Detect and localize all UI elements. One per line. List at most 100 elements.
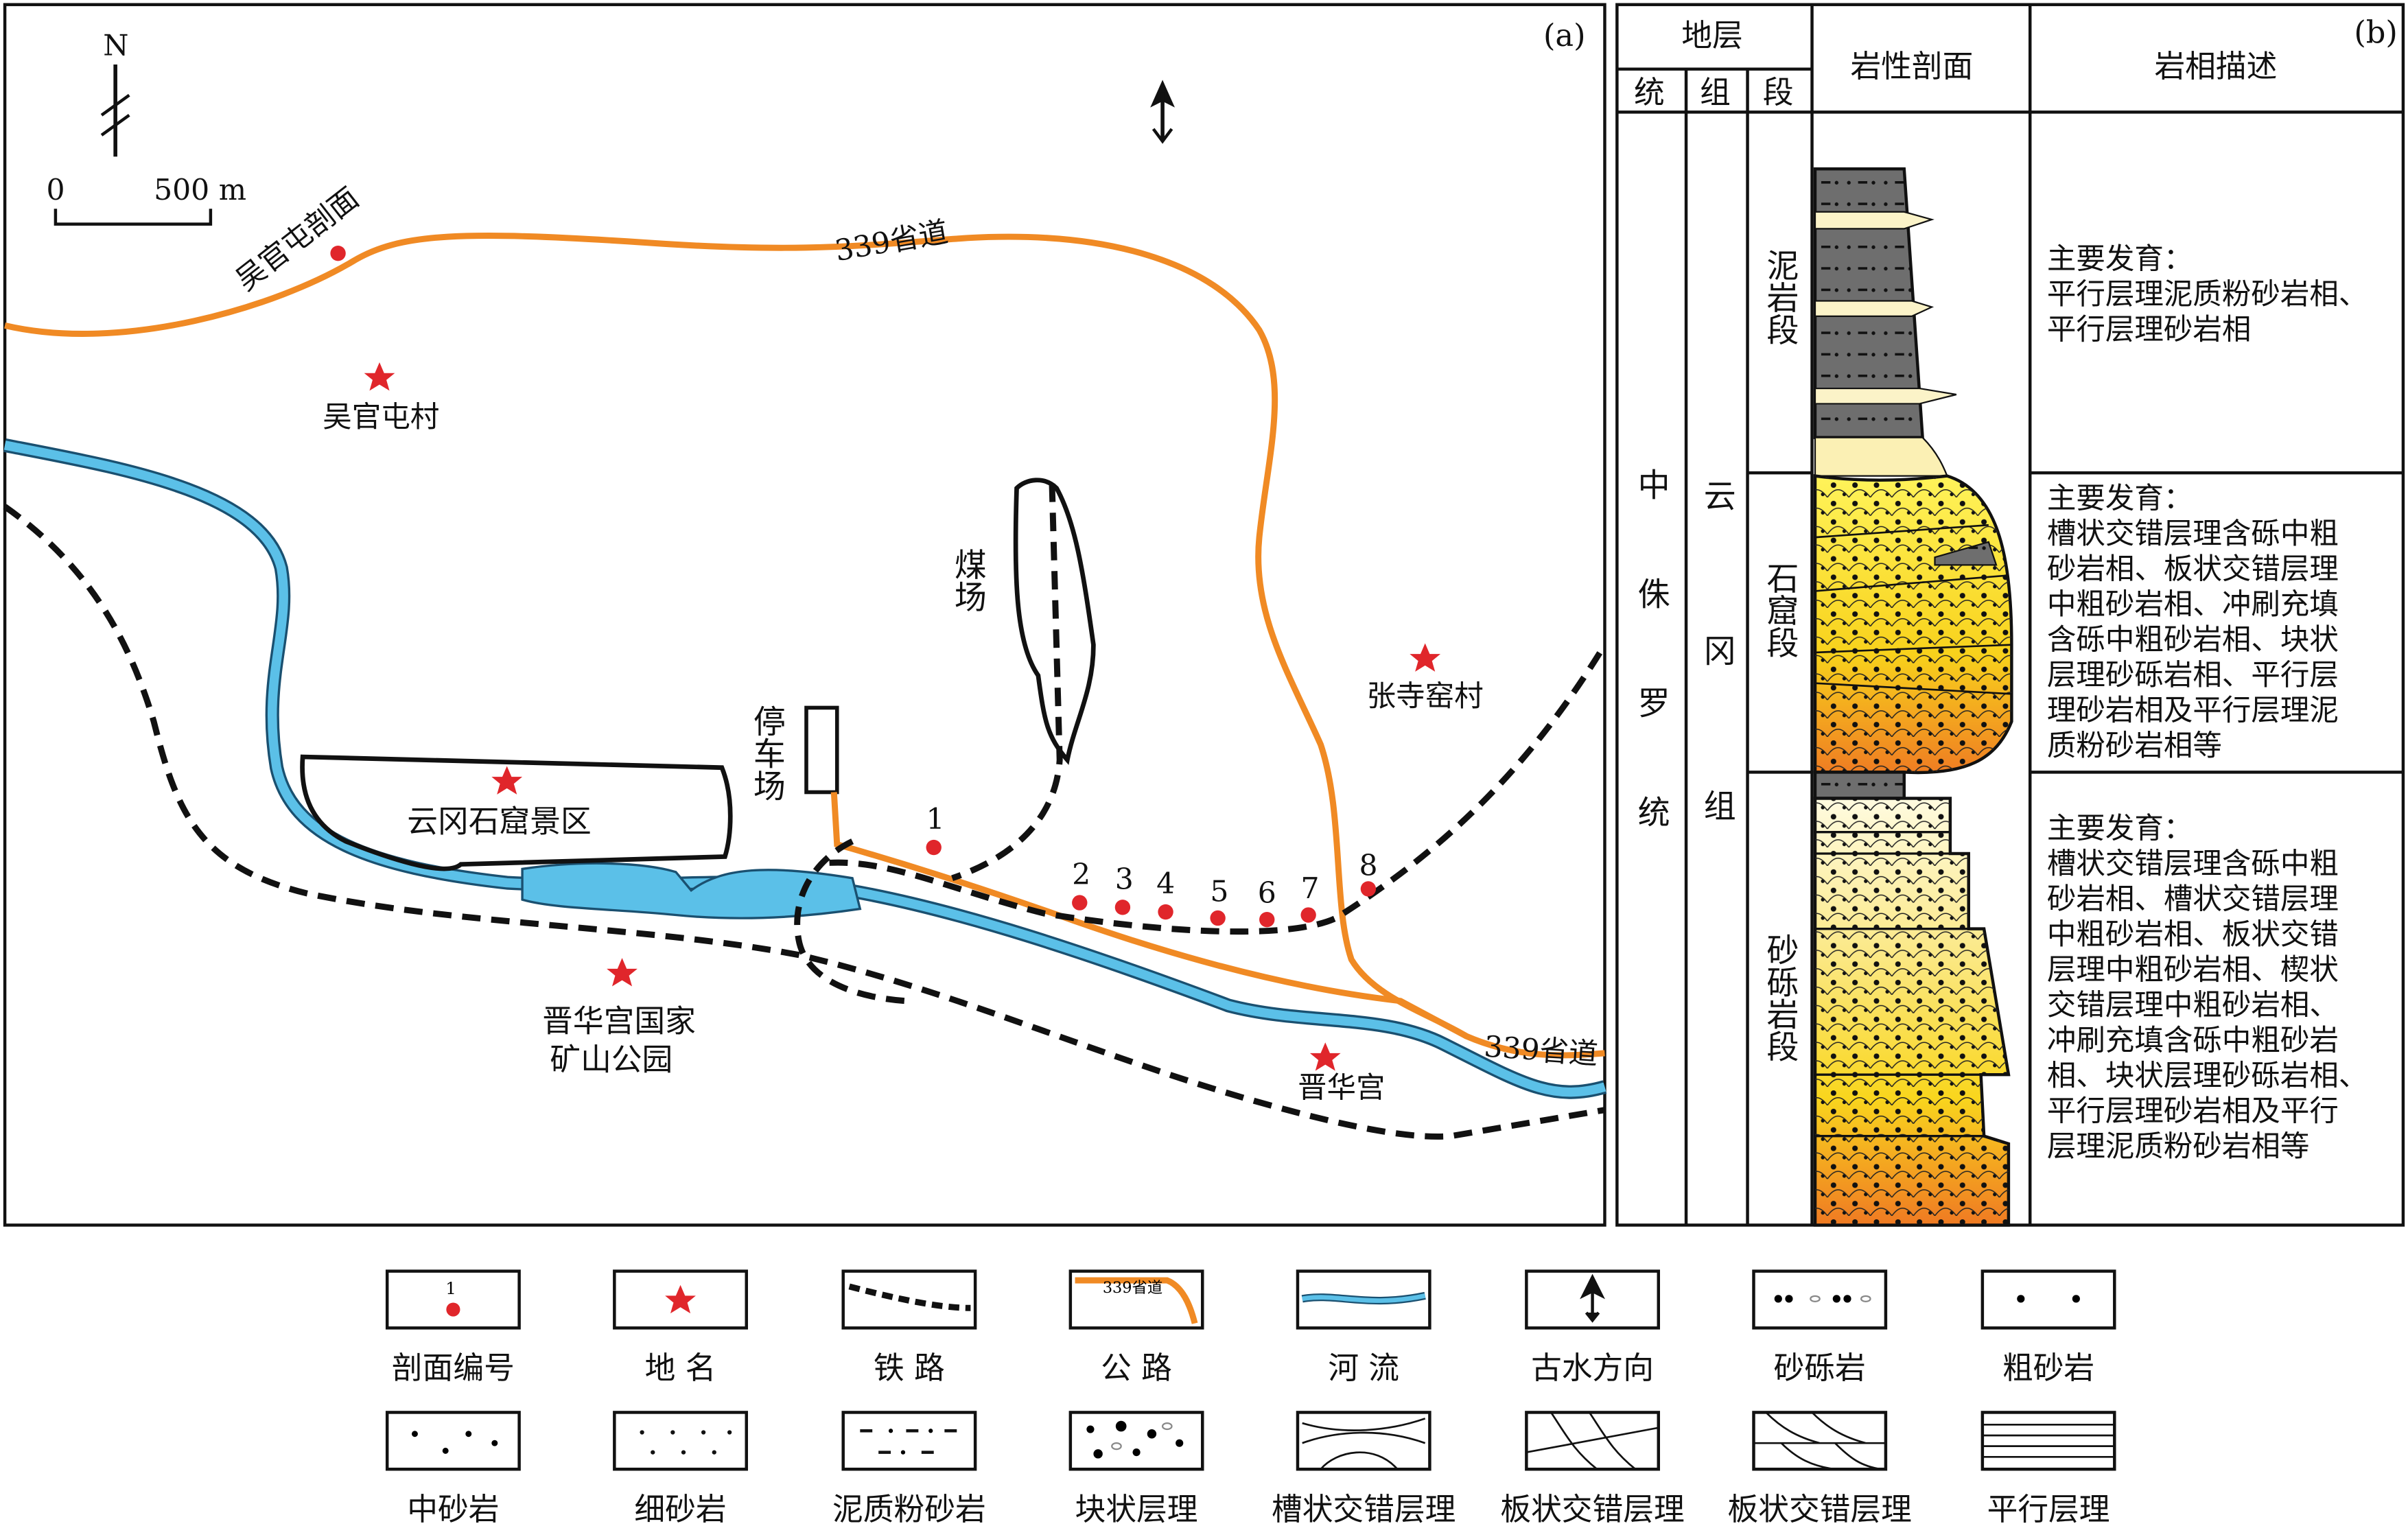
desc-line: 层理砂砾岩相、平行层	[2047, 659, 2339, 692]
header-lithology: 岩性剖面	[1850, 48, 1973, 84]
star-icon	[607, 958, 638, 987]
paleocurrent-arrow-icon	[1150, 80, 1175, 144]
scale-bar: 0 500 m	[46, 174, 246, 226]
section-point-label: 7	[1300, 872, 1319, 906]
legend-fine-sandstone	[613, 1411, 748, 1471]
legend-label: 古水方向	[1531, 1350, 1654, 1386]
railway	[3, 483, 1608, 1140]
place-jinhuagong-park-2: 矿山公园	[550, 1041, 673, 1077]
desc-line: 层理中粗砂岩相、楔状	[2047, 953, 2339, 987]
place-jinhuagong-park: 晋华宫国家	[542, 1003, 696, 1040]
legend-label: 块状层理	[1075, 1491, 1198, 1526]
legend-medium-sandstone	[385, 1411, 521, 1471]
legend-label: 粗砂岩	[2002, 1350, 2094, 1386]
river	[3, 438, 1607, 1099]
legend-road-sample: 339省道	[1103, 1279, 1162, 1297]
desc-line: 层理泥质粉砂岩相等	[2047, 1130, 2310, 1164]
section-point-label: 2	[1072, 858, 1090, 892]
desc-line: 平行层理泥质粉砂岩相、	[2047, 278, 2368, 312]
legend-muddy-siltstone	[841, 1411, 977, 1471]
desc-line: 质粉砂岩相等	[2047, 729, 2222, 763]
member-conglomerate: 砂砾岩段	[1761, 933, 1799, 1062]
place-wuguantun: 吴官屯村	[323, 401, 439, 434]
legend-label: 河 流	[1328, 1350, 1399, 1386]
section-point-label: 8	[1359, 849, 1377, 882]
road-339	[4, 233, 1605, 1059]
legend-label: 砂砾岩	[1774, 1350, 1866, 1386]
road-label: 339省道	[1483, 1030, 1599, 1071]
map-panel: (a) N 0 500 m 339省道 339省道	[3, 3, 1608, 1227]
section-dot	[330, 245, 346, 261]
desc-line: 平行层理砂岩相及平行	[2047, 1094, 2339, 1128]
section-point-label: 3	[1115, 862, 1134, 896]
star-icon	[665, 1284, 696, 1314]
coal-yard-area	[1013, 478, 1096, 765]
legend-label: 剖面编号	[392, 1350, 515, 1386]
parking-area	[804, 705, 839, 795]
facies-description-grotto: 主要发育： 槽状交错层理含砾中粗 砂岩相、板状交错层理 中粗砂岩相、冲刷充填 含…	[2047, 482, 2339, 763]
parking-label: 停车场	[747, 705, 785, 801]
legend-label: 泥质粉砂岩	[832, 1491, 986, 1526]
legend-planar-cross-bedding	[1525, 1411, 1661, 1471]
place-zhangsiyao: 张寺窑村	[1367, 680, 1484, 714]
section-point-label: 6	[1258, 877, 1276, 911]
legend-label: 板状交错层理	[1500, 1491, 1684, 1526]
desc-line: 主要发育：	[2047, 812, 2193, 846]
legend-parallel-bedding	[1980, 1411, 2116, 1471]
legend-label: 铁 路	[874, 1350, 945, 1386]
legend-planar-cross-bedding-2	[1752, 1411, 1888, 1471]
north-arrow-icon: N	[100, 30, 130, 157]
header-facies: 岩相描述	[2154, 48, 2277, 84]
legend-label: 板状交错层理	[1727, 1491, 1911, 1526]
desc-line: 交错层理中粗砂岩相、	[2047, 989, 2339, 1022]
place-markers	[330, 245, 1441, 1071]
facies-description-conglomerate: 主要发育： 槽状交错层理含砾中粗 砂岩相、槽状交错层理 中粗砂岩相、板状交错 层…	[2047, 812, 2368, 1164]
star-icon	[1410, 643, 1441, 672]
legend-conglomerate	[1752, 1269, 1888, 1330]
header-strata: 地层	[1681, 17, 1742, 54]
north-label: N	[103, 30, 128, 63]
place-yungang: 云冈石窟景区	[407, 803, 591, 840]
legend-sample-number: 1	[445, 1278, 456, 1298]
legend-paleocurrent	[1525, 1269, 1661, 1330]
legend-massive-bedding	[1068, 1411, 1204, 1471]
header-formation: 组	[1700, 74, 1731, 110]
facies-description-mudstone: 主要发育： 平行层理泥质粉砂岩相、 平行层理砂岩相	[2047, 243, 2368, 347]
legend-river	[1296, 1269, 1431, 1330]
legend-trough-cross-bedding	[1296, 1411, 1431, 1471]
header-member: 段	[1763, 74, 1794, 110]
desc-line: 砂岩相、槽状交错层理	[2047, 883, 2339, 917]
star-icon	[491, 766, 523, 795]
header-series: 统	[1634, 74, 1665, 110]
legend-label: 中砂岩	[407, 1491, 499, 1526]
star-icon	[1309, 1042, 1341, 1071]
legend-railway	[841, 1269, 977, 1330]
legend-coarse-sandstone	[1980, 1269, 2116, 1330]
yungang-grottoes-area	[300, 754, 733, 871]
desc-line: 主要发育：	[2047, 482, 2193, 516]
legend-label: 平行层理	[1987, 1491, 2110, 1526]
legend-label: 细砂岩	[634, 1491, 726, 1526]
desc-line: 冲刷充填含砾中粗砂岩	[2047, 1024, 2339, 1057]
desc-line: 含砾中粗砂岩相、块状	[2047, 623, 2339, 657]
desc-line: 主要发育：	[2047, 243, 2193, 277]
legend-label: 公 路	[1101, 1350, 1172, 1386]
formation-name: 云冈组	[1698, 479, 1735, 944]
member-grotto: 石窟段	[1761, 562, 1799, 659]
coal-yard-label: 煤场	[948, 548, 986, 613]
series-name: 中侏罗统	[1632, 468, 1670, 904]
section-point-label: 5	[1210, 875, 1228, 908]
legend-label: 地 名	[645, 1350, 716, 1386]
desc-line: 中粗砂岩相、冲刷充填	[2047, 588, 2339, 622]
panel-label-a: (a)	[1543, 17, 1586, 54]
legend-place-name	[613, 1269, 748, 1330]
desc-line: 砂岩相、板状交错层理	[2047, 553, 2339, 587]
legend-label: 槽状交错层理	[1272, 1491, 1456, 1526]
legend: 1 339省道 剖面编号 地 名 铁 路 公 路 河 流 古水方向 砂砾岩 粗砂…	[385, 1269, 2116, 1526]
desc-line: 槽状交错层理含砾中粗	[2047, 517, 2339, 551]
lithology-log	[1813, 167, 2013, 1227]
place-jinhuagong: 晋华宫	[1298, 1072, 1386, 1105]
scale-distance: 500 m	[154, 174, 246, 207]
desc-line: 中粗砂岩相、板状交错	[2047, 918, 2339, 952]
